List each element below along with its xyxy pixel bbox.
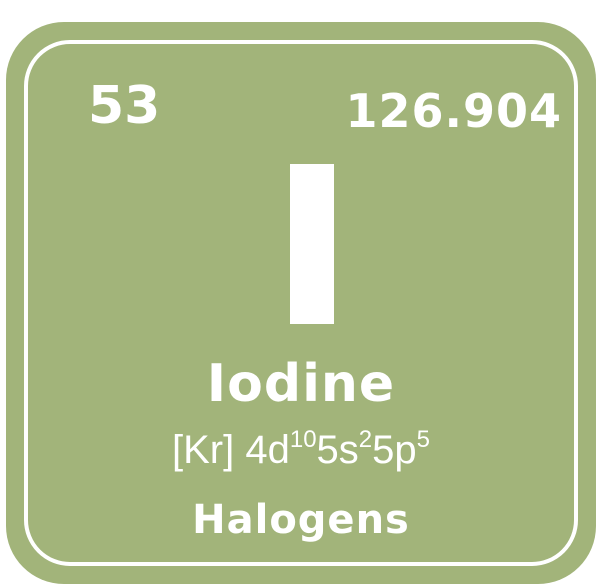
config-electrons-5s: 2: [358, 425, 373, 453]
element-name: Iodine: [206, 354, 396, 414]
element-symbol: I: [290, 164, 334, 324]
config-orbital-5s: 5s: [316, 428, 359, 472]
electron-configuration: [Kr] 4d105s25p5: [6, 427, 596, 472]
config-core: [Kr]: [171, 428, 235, 472]
atomic-number: 53: [88, 76, 161, 136]
config-electrons-5p: 5: [416, 425, 431, 453]
config-orbital-5p: 5p: [372, 428, 417, 472]
config-orbital-4d: 4d: [245, 428, 290, 472]
element-symbol-text: I: [290, 164, 291, 165]
atomic-mass: 126.904: [345, 84, 562, 138]
tile-border: [24, 40, 578, 566]
config-electrons-4d: 10: [289, 425, 317, 453]
element-category: Halogens: [192, 497, 410, 543]
element-tile: 53 126.904 I Iodine [Kr] 4d105s25p5 Halo…: [6, 22, 596, 584]
